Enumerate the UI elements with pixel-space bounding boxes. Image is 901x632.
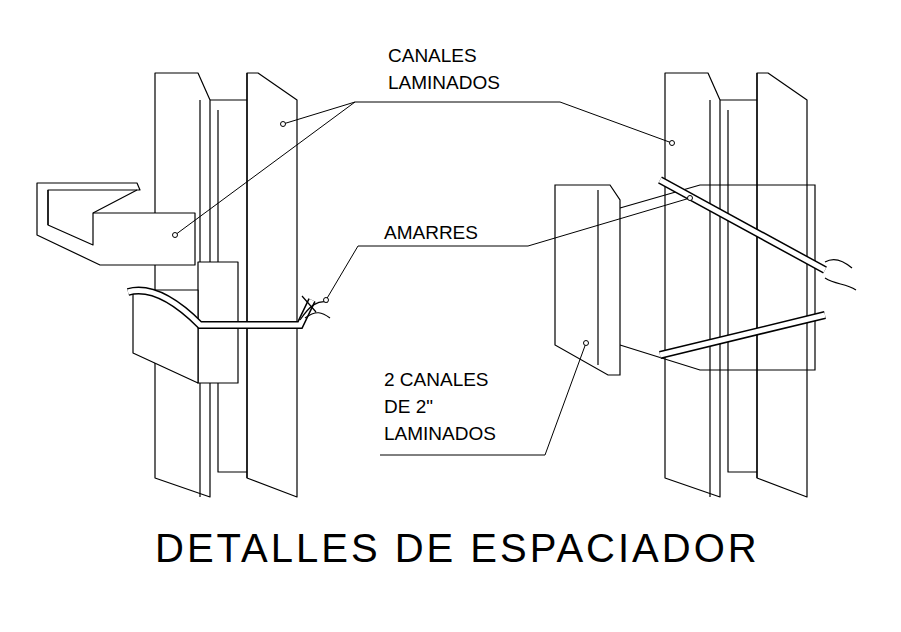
spacer-channel bbox=[555, 185, 620, 375]
tie-wire bbox=[660, 180, 825, 355]
channel-edge bbox=[597, 190, 598, 365]
tie-wire bbox=[660, 180, 825, 355]
part-label: AMARRES bbox=[384, 219, 512, 246]
leader-dot bbox=[324, 298, 329, 303]
leader-dot bbox=[670, 141, 675, 146]
tie-knot bbox=[825, 260, 856, 290]
leader-line bbox=[175, 102, 672, 235]
channel-flange bbox=[665, 73, 720, 497]
part-label: 2 CANALES DE 2" LAMINADOS bbox=[384, 366, 512, 447]
leader-dot bbox=[584, 341, 589, 346]
channel-flange bbox=[247, 73, 297, 497]
flange-edge bbox=[709, 100, 710, 497]
right-spacer bbox=[555, 180, 856, 375]
channel-edge bbox=[48, 190, 137, 225]
leader-dots bbox=[173, 122, 693, 346]
right-column bbox=[665, 73, 807, 497]
left-spacer bbox=[37, 183, 238, 383]
leader-lines bbox=[175, 102, 690, 455]
tie-wire bbox=[128, 291, 312, 325]
left-column bbox=[155, 73, 297, 497]
spacer-channel bbox=[133, 290, 198, 383]
drawing-title: DETALLES DE ESPACIADOR bbox=[155, 526, 760, 571]
tie-knot bbox=[300, 296, 330, 320]
flange-edge bbox=[756, 73, 757, 478]
leader-line bbox=[326, 198, 690, 300]
part-label: CANALES LAMINADOS bbox=[388, 42, 516, 96]
tie-wire bbox=[128, 291, 312, 325]
leader-dot bbox=[281, 122, 286, 127]
spacer-channel bbox=[37, 183, 195, 265]
leader-dot bbox=[688, 196, 693, 201]
leader-dot bbox=[173, 233, 178, 238]
leader-line bbox=[380, 343, 586, 455]
left-tie bbox=[128, 291, 330, 325]
flange-edge bbox=[246, 73, 247, 478]
channel-flange bbox=[757, 73, 807, 497]
channel-web bbox=[720, 100, 757, 472]
